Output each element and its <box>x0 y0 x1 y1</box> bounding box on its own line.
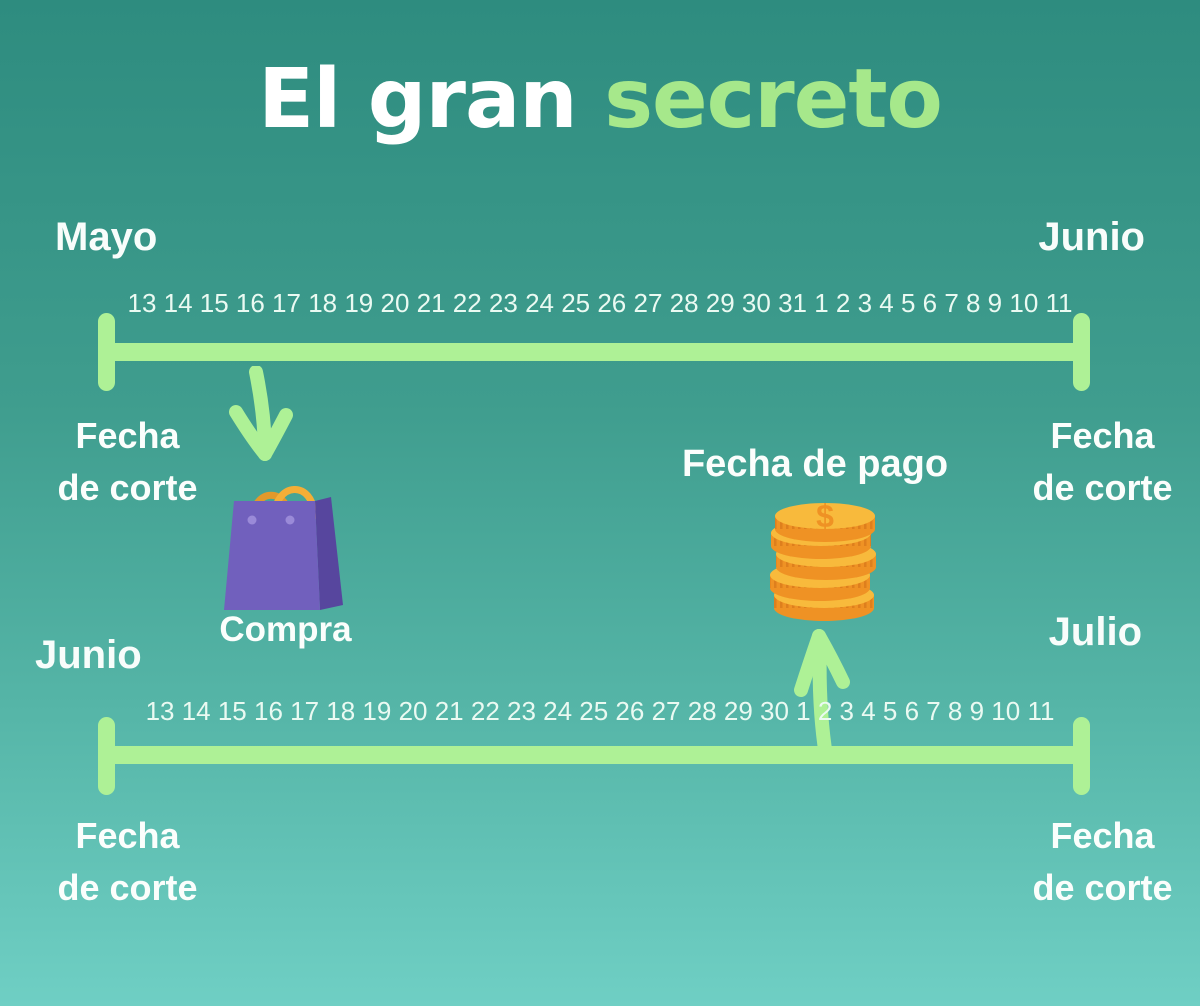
cycle1-cutoff-right: Fecha de corte <box>1020 410 1185 514</box>
cutoff-line2: de corte <box>57 467 198 508</box>
cycle1-cutoff-left: Fecha de corte <box>40 410 215 514</box>
cycle2-cutoff-right: Fecha de corte <box>1020 810 1185 914</box>
cycle2-timeline-bar <box>98 746 1090 764</box>
title-space <box>577 52 605 147</box>
cutoff-line2: de corte <box>1032 467 1173 508</box>
cycle1-timeline-bar <box>98 343 1090 361</box>
shopping-bag-icon <box>224 486 343 610</box>
coin-stack-icon: $ <box>770 498 876 621</box>
month-label-junio-bottom: Junio <box>35 633 142 677</box>
month-label-julio: Julio <box>1048 610 1142 654</box>
cutoff-line2: de corte <box>1032 867 1173 908</box>
up-arrow-icon <box>794 629 850 762</box>
title-part-green: secreto <box>604 52 943 147</box>
cycle1-timeline-cap-right <box>1073 313 1090 391</box>
month-label-mayo: Mayo <box>55 215 158 259</box>
coin-dollar-symbol: $ <box>816 498 834 534</box>
cycle2-timeline-cap-right <box>1073 717 1090 795</box>
cutoff-line1: Fecha <box>1050 815 1155 856</box>
payment-label: Fecha de pago <box>681 443 949 485</box>
title-part-white: El gran <box>258 52 578 147</box>
cycle2-dates-row: 13 14 15 16 17 18 19 20 21 22 23 24 25 2… <box>145 696 1055 726</box>
page-title: El gran secreto <box>0 52 1200 147</box>
down-arrow-icon <box>229 366 293 461</box>
cutoff-line1: Fecha <box>75 415 180 456</box>
cycle2-cutoff-left: Fecha de corte <box>40 810 215 914</box>
cutoff-line1: Fecha <box>1050 415 1155 456</box>
month-label-junio-top: Junio <box>1038 215 1145 259</box>
purchase-label: Compra <box>219 610 352 649</box>
cutoff-line1: Fecha <box>75 815 180 856</box>
cutoff-line2: de corte <box>57 867 198 908</box>
cycle1-dates-row: 13 14 15 16 17 18 19 20 21 22 23 24 25 2… <box>127 288 1073 318</box>
